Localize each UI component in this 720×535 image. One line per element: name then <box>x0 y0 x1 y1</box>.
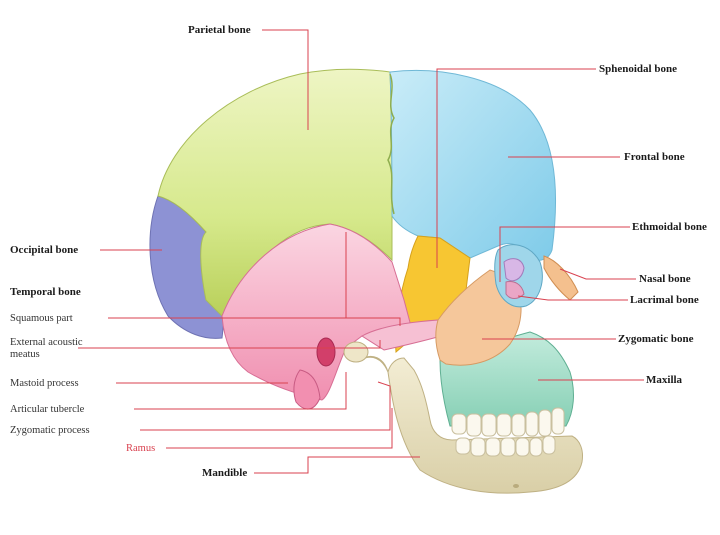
label-ramus: Ramus <box>126 443 156 454</box>
mandible <box>359 356 583 494</box>
leader-zygomatic-process <box>140 381 391 431</box>
leader-parietal <box>262 29 309 130</box>
label-sphenoidal-bone: Sphenoidal bone <box>599 63 677 75</box>
leader-nasal <box>559 268 636 280</box>
label-frontal-bone: Frontal bone <box>624 151 685 163</box>
nasal-bone <box>543 255 579 301</box>
label-mastoid-process: Mastoid process <box>10 378 79 389</box>
mandibular-condyle <box>343 341 369 363</box>
label-squamous-part: Squamous part <box>10 313 73 324</box>
ethmoidal-bone <box>503 258 525 282</box>
label-nasal-bone: Nasal bone <box>639 273 691 285</box>
leader-lacrimal <box>517 295 628 301</box>
leader-mandible <box>254 456 420 474</box>
external-acoustic-meatus <box>316 337 336 367</box>
leader-sphenoidal <box>436 68 596 268</box>
label-mandible: Mandible <box>202 467 248 479</box>
leader-ethmoidal <box>499 226 630 282</box>
label-zygomatic-process: Zygomatic process <box>10 425 90 436</box>
label-external-acoustic-meatus: meatus <box>10 349 40 360</box>
lower-teeth <box>455 435 556 457</box>
label-zygomatic-bone: Zygomatic bone <box>618 333 694 345</box>
label-lacrimal-bone: Lacrimal bone <box>630 294 699 306</box>
leader-articular <box>134 372 347 410</box>
label-occipital-bone: Occipital bone <box>10 244 79 256</box>
upper-teeth <box>451 407 565 437</box>
leader-squamous <box>108 317 401 326</box>
lacrimal-bone <box>505 281 525 299</box>
label-articular-tubercle: Articular tubercle <box>10 404 85 415</box>
label-temporal-bone: Temporal bone <box>10 286 81 298</box>
parietal-bone <box>157 68 393 317</box>
label-external-acoustic: External acoustic <box>10 337 83 348</box>
label-ethmoidal-bone: Ethmoidal bone <box>632 221 707 233</box>
frontal-bone <box>389 70 556 261</box>
leader-lines <box>78 29 644 474</box>
mental-foramen <box>513 484 519 488</box>
label-parietal-bone: Parietal bone <box>188 24 251 36</box>
label-maxilla: Maxilla <box>646 374 683 386</box>
leader-ramus <box>166 408 393 449</box>
coronal-suture <box>387 73 395 215</box>
leader-external-acoustic <box>78 340 381 349</box>
